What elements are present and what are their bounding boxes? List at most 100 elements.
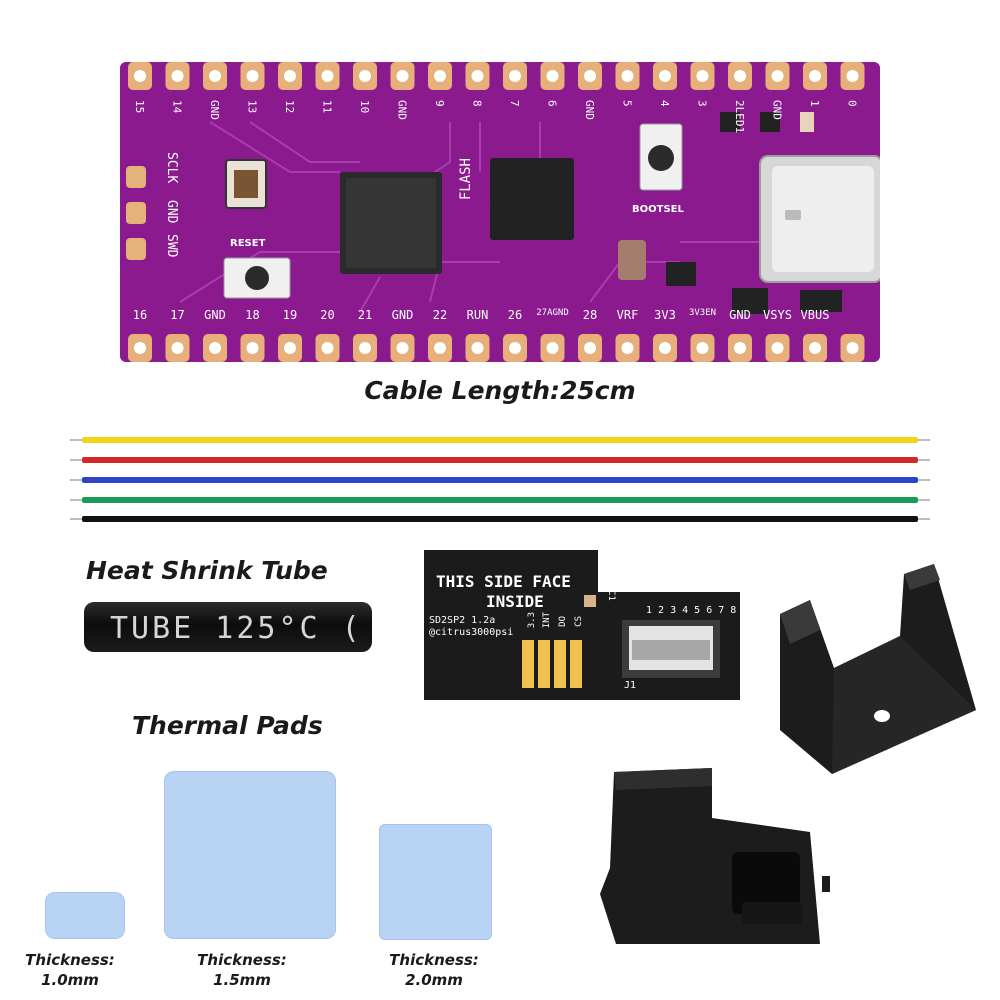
bottom-pin-label: GND	[729, 308, 751, 322]
thickness-title: Thickness:	[389, 951, 479, 969]
top-pin-label: 15	[133, 100, 146, 114]
top-pin-label: 3	[695, 100, 709, 107]
header-pin-hole	[134, 342, 146, 354]
bootsel-label: BOOTSEL	[632, 204, 684, 215]
header-pin-hole	[321, 70, 334, 82]
sd2sp2-pin-do: DO	[558, 616, 568, 627]
header-pin-hole	[434, 342, 446, 354]
top-pin-label: 12	[283, 100, 296, 114]
thickness-value: 2.0mm	[405, 971, 463, 989]
header-pin-hole	[771, 70, 784, 82]
bottom-pin-label: 3V3EN	[688, 308, 717, 318]
bottom-pin-label: 18	[245, 308, 260, 322]
thickness-label-1-5mm: Thickness: 1.5mm	[182, 950, 302, 990]
pico-board-graphic	[120, 62, 883, 362]
bottom-pin-label: RUN	[466, 308, 489, 322]
sd2sp2-model: SD2SP2 1.2a	[429, 615, 496, 626]
bottom-pin-label: 27AGND	[536, 308, 569, 318]
flash-chip	[490, 158, 574, 240]
header-pin-hole	[809, 70, 821, 82]
header-pin-hole	[509, 342, 521, 354]
swd-label-sclk: SCLK	[164, 152, 179, 184]
sd2sp2-author: @citrus3000psi	[429, 627, 514, 638]
bottom-pin-label: VSYS	[763, 308, 792, 322]
thermal-pad-1mm	[45, 892, 125, 939]
top-pin-label: 7	[508, 100, 521, 107]
header-pin-hole	[471, 342, 484, 354]
header-pin-hole	[734, 70, 746, 82]
top-pin-label: 1	[808, 100, 821, 107]
bottom-pin-label: VRF	[616, 308, 639, 322]
thickness-value: 1.0mm	[41, 971, 99, 989]
header-pin-hole	[846, 70, 859, 82]
top-pin-label: 5	[620, 100, 634, 107]
thermal-pad-2mm	[379, 824, 492, 940]
top-pin-label: 0	[845, 100, 859, 107]
top-pin-label: 6	[545, 100, 559, 107]
thermal-pad-1-5mm	[164, 771, 336, 939]
header-pin-hole	[359, 70, 371, 82]
header-pin-hole	[659, 70, 671, 82]
header-pin-hole	[171, 70, 184, 82]
cable-length-caption: Cable Length:25cm	[364, 376, 636, 405]
sd2sp2-line2: INSIDE	[486, 592, 544, 611]
top-pin-label: 4	[658, 100, 671, 107]
header-pin-hole	[659, 342, 671, 354]
header-pin-hole	[396, 342, 409, 354]
wire-red	[70, 457, 930, 463]
swd-label-swd: SWD	[164, 234, 179, 258]
header-pin-hole	[284, 342, 296, 354]
sd2sp2-pin-cs: CS	[574, 616, 584, 627]
heat-shrink-tube: TUBE 125°C (	[84, 602, 372, 652]
thickness-label-1mm: Thickness: 1.0mm	[10, 950, 130, 990]
header-pin-hole	[396, 70, 409, 82]
sd2sp2-j1: J1	[624, 680, 637, 691]
header-pin-hole	[696, 342, 709, 354]
top-pin-label: 14	[170, 100, 184, 114]
top-pin-label: 8	[470, 100, 484, 107]
flash-label: FLASH	[458, 158, 474, 201]
wire-yellow-insulation	[82, 437, 918, 443]
top-pin-label: GND	[208, 100, 221, 120]
bottom-header-pins	[128, 334, 865, 362]
sd2sp2-pin-int: INT	[542, 612, 552, 629]
top-pin-label: 2LED1	[733, 100, 746, 134]
header-pin-hole	[621, 70, 634, 82]
wire-black	[70, 516, 930, 522]
bottom-pin-label: 28	[582, 308, 598, 322]
header-pin-hole	[134, 70, 146, 82]
header-pin-hole	[546, 342, 559, 354]
header-pin-hole	[359, 342, 371, 354]
bottom-pin-label: 19	[282, 308, 298, 322]
thickness-title: Thickness:	[25, 951, 115, 969]
black-housing-part	[596, 764, 836, 954]
top-pin-label: 13	[245, 100, 259, 114]
bottom-pin-label: 26	[507, 308, 523, 322]
black-bracket-part	[770, 560, 990, 780]
header-pin-hole	[846, 342, 859, 354]
reset-label: RESET	[230, 238, 266, 249]
bottom-pin-label: GND	[204, 308, 226, 322]
bottom-pin-label: 21	[357, 308, 373, 322]
top-pin-label: GND	[770, 100, 784, 120]
header-pin-hole	[471, 70, 484, 82]
header-pin-hole	[171, 342, 184, 354]
header-pin-hole	[209, 342, 221, 354]
header-pin-hole	[771, 342, 784, 354]
top-pin-label: 10	[358, 100, 371, 114]
header-pin-hole	[209, 70, 221, 82]
header-pin-hole	[546, 70, 559, 82]
top-pin-label: GND	[395, 100, 409, 120]
thermal-pads-caption: Thermal Pads	[132, 711, 323, 740]
header-pin-hole	[584, 70, 596, 82]
bottom-pin-label: 20	[320, 308, 335, 322]
header-pin-hole	[734, 342, 746, 354]
bottom-pin-label: 3V3	[654, 308, 676, 322]
thickness-value: 1.5mm	[213, 971, 271, 989]
header-pin-hole	[284, 70, 296, 82]
bottom-pin-label: 16	[132, 308, 148, 322]
bottom-pin-label: 22	[432, 308, 448, 322]
sd2sp2-pin-3v3: 3.3	[527, 612, 537, 629]
